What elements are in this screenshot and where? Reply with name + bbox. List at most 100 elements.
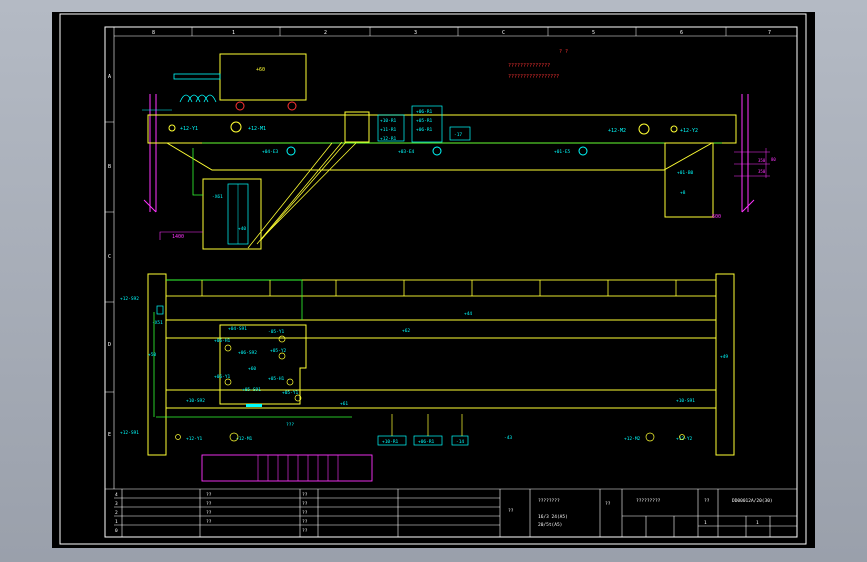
brake-12-y1-symbol bbox=[168, 124, 176, 132]
title-block-grid bbox=[105, 488, 797, 537]
zone-col-8: 7 bbox=[768, 30, 771, 36]
rev-text-3: ?? bbox=[206, 510, 212, 516]
lamp-03-e4-label: +03-E4 bbox=[398, 149, 415, 155]
grid-q-1: ?? bbox=[302, 492, 308, 498]
outer-border bbox=[59, 13, 807, 545]
box-17-label: -17 bbox=[454, 132, 462, 138]
right-8-label: +8 bbox=[680, 190, 686, 196]
zone-row-b: B bbox=[108, 164, 111, 170]
motor-12-y1-plan: +12-Y1 bbox=[186, 436, 203, 442]
drawing-number: DD00012A/20(30) bbox=[732, 498, 773, 504]
cab-x61-label: -X61 bbox=[212, 194, 223, 200]
panel-06-r1-a: +06-R1 bbox=[416, 109, 433, 115]
zone-col-6: 5 bbox=[592, 30, 595, 36]
motor-12-m1-symbol bbox=[230, 121, 242, 133]
unit-06-s92: +06-S92 bbox=[238, 350, 257, 356]
label-62: +62 bbox=[402, 328, 410, 334]
runway-beam-stub bbox=[201, 454, 373, 482]
cab-40-label: +40 bbox=[238, 226, 246, 232]
unit-06-h1: +06-H1 bbox=[214, 338, 231, 344]
end-carriage-right bbox=[715, 273, 735, 456]
zone-col-4: 3 bbox=[414, 30, 417, 36]
sensor-x51: -X51 bbox=[152, 320, 163, 326]
dim-600: 600 bbox=[712, 214, 721, 220]
limit-10-s91: +10-S91 bbox=[676, 398, 695, 404]
rev-mark-1: 1 bbox=[115, 519, 118, 525]
label-12-m1-top: +12-M1 bbox=[248, 126, 266, 132]
trolley-wheel-right bbox=[287, 101, 297, 111]
switch-12-s91: +12-S91 bbox=[120, 430, 139, 436]
header-note-3: ????????????????? bbox=[508, 74, 559, 80]
trolley-wheel-left bbox=[235, 101, 245, 111]
left-50: +50 bbox=[148, 352, 156, 358]
grid-small-2: 1 bbox=[756, 520, 759, 526]
trolley-label: +60 bbox=[256, 67, 265, 73]
dim-350-b: 350 bbox=[758, 169, 766, 174]
girder-underside bbox=[166, 142, 713, 171]
right-end-carriage bbox=[664, 142, 714, 218]
inner-border bbox=[104, 26, 798, 538]
zone-row-c: C bbox=[108, 254, 111, 260]
box-10-r1-plan: +10-R1 bbox=[382, 439, 399, 445]
rev-text-4: ?? bbox=[206, 519, 212, 525]
unit-06-y1: +06-Y1 bbox=[214, 374, 231, 380]
unit-05-s91: +05-S91 bbox=[242, 387, 261, 393]
cab-feeder bbox=[192, 148, 203, 196]
zone-col-3: 2 bbox=[324, 30, 327, 36]
lamp-01-e5-label: +01-E5 bbox=[554, 149, 571, 155]
dim-350-a: 350 bbox=[758, 158, 766, 163]
label-43: -43 bbox=[504, 435, 512, 441]
zone-row-e: E bbox=[108, 432, 111, 438]
project-title: ???????? bbox=[538, 498, 560, 504]
lamp-03-e4-symbol bbox=[432, 146, 442, 156]
rev-mark-2: 2 bbox=[115, 510, 118, 516]
crane-wiring-drawing: 8 1 2 3 C 5 6 7 A B C D E ? ? ??????????… bbox=[59, 13, 807, 545]
zone-col-5: C bbox=[502, 30, 505, 36]
plan-bottom-boxes bbox=[156, 305, 469, 446]
motor-12-m1-plan: +12-M1 bbox=[236, 436, 253, 442]
grid-small-1: 1 bbox=[704, 520, 707, 526]
resistor-panels bbox=[377, 105, 471, 143]
cab-hangers bbox=[247, 141, 357, 249]
unit-60-plan: +60 bbox=[248, 366, 256, 372]
panel-12-r1: +12-R1 bbox=[380, 136, 397, 142]
box-06-r1-plan: +06-R1 bbox=[418, 439, 435, 445]
runway-stub-hatch bbox=[257, 455, 339, 481]
rev-mark-4: 4 bbox=[115, 492, 118, 498]
unit-05-y1: -05-Y1 bbox=[268, 329, 285, 335]
zone-col-7: 6 bbox=[680, 30, 683, 36]
unit-05-h1: +05-H1 bbox=[268, 376, 285, 382]
unit-04-s91: +04-S91 bbox=[228, 326, 247, 332]
dim-80: 80 bbox=[771, 157, 776, 162]
operator-cab bbox=[202, 178, 262, 250]
plan-note: ??? bbox=[286, 422, 294, 428]
rev-text-1: ?? bbox=[206, 492, 212, 498]
label-12-y1-top: +12-Y1 bbox=[180, 126, 198, 132]
header-note-2: ?????????????? bbox=[508, 63, 550, 69]
right-01-b0-label: +01-B0 bbox=[677, 170, 694, 176]
runway-columns bbox=[143, 94, 755, 213]
cable-festoon bbox=[173, 73, 221, 80]
label-61: +61 bbox=[340, 401, 348, 407]
unit-05-y2: +05-Y2 bbox=[270, 348, 287, 354]
grid-q-5: ?? bbox=[302, 528, 308, 534]
panel-10-r1: +10-R1 bbox=[380, 118, 397, 124]
panel-06-r1-b: +06-R1 bbox=[416, 127, 433, 133]
drawing-canvas[interactable]: 8 1 2 3 C 5 6 7 A B C D E ? ? ??????????… bbox=[52, 12, 815, 548]
dim-vertical-lines bbox=[734, 148, 770, 178]
title-role: ?? bbox=[605, 501, 611, 507]
zone-row-d: D bbox=[108, 342, 111, 348]
switch-12-s92: +12-S92 bbox=[120, 296, 139, 302]
end-carriage-left bbox=[147, 273, 167, 456]
label-12-y2-top: +12-Y2 bbox=[680, 128, 698, 134]
project-spec-2: 20/5t(A5) bbox=[538, 522, 562, 528]
motor-12-y2-plan: +12-Y2 bbox=[676, 436, 693, 442]
grid-q-3: ?? bbox=[302, 510, 308, 516]
hoist-drum bbox=[344, 111, 370, 143]
box-14-plan: -14 bbox=[456, 439, 464, 445]
grid-q-2: ?? bbox=[302, 501, 308, 507]
limit-10-s92: +10-S92 bbox=[186, 398, 205, 404]
lamp-01-e5-symbol bbox=[578, 146, 588, 156]
lamp-04-e3-symbol bbox=[286, 146, 296, 156]
